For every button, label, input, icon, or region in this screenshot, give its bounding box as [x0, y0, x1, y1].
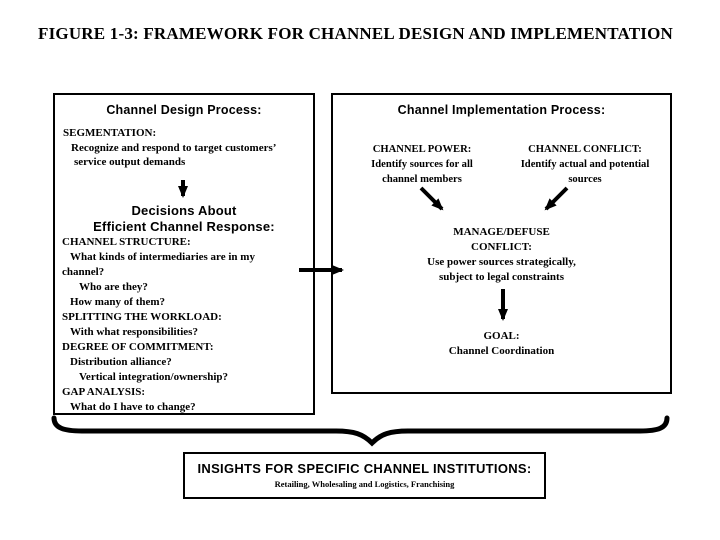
decision-item: channel?: [62, 266, 105, 278]
goal-line: Channel Coordination: [448, 345, 555, 357]
decision-item: GAP ANALYSIS:: [62, 386, 146, 398]
figure-title: FIGURE 1-3: FRAMEWORK FOR CHANNEL DESIGN…: [38, 24, 673, 43]
decision-item: Who are they?: [79, 281, 148, 293]
manage-defuse-line: CONFLICT:: [471, 241, 532, 253]
manage-defuse-line: MANAGE/DEFUSE: [453, 226, 550, 238]
decision-item: What kinds of intermediaries are in my: [70, 251, 255, 263]
decision-item: Vertical integration/ownership?: [79, 371, 228, 383]
decision-list: CHANNEL STRUCTURE: What kinds of interme…: [57, 235, 311, 415]
manage-defuse-line: Use power sources strategically,: [427, 256, 576, 268]
segmentation-line: SEGMENTATION:: [63, 127, 157, 139]
insights-subtitle: Retailing, Wholesaling and Logistics, Fr…: [274, 479, 455, 489]
decision-item: CHANNEL STRUCTURE:: [62, 236, 191, 248]
goal-block: GOAL: Channel Coordination: [333, 329, 670, 359]
channel-power-line: Identify sources for all: [371, 159, 473, 170]
segmentation-block: SEGMENTATION: Recognize and respond to t…: [59, 126, 311, 170]
manage-defuse-line: subject to legal constraints: [439, 271, 564, 283]
design-process-box: Channel Design Process: SEGMENTATION: Re…: [53, 93, 315, 415]
manage-defuse-block: MANAGE/DEFUSE CONFLICT: Use power source…: [333, 225, 670, 285]
channel-power-line: CHANNEL POWER:: [372, 144, 472, 155]
insights-box: INSIGHTS FOR SPECIFIC CHANNEL INSTITUTIO…: [183, 452, 546, 499]
goal-line: GOAL:: [483, 330, 520, 342]
decision-item: SPLITTING THE WORKLOAD:: [62, 311, 222, 323]
decision-item: Distribution alliance?: [70, 356, 172, 368]
channel-power-block: CHANNEL POWER: Identify sources for all …: [343, 142, 501, 187]
segmentation-line: service output demands: [74, 156, 186, 168]
decisions-heading-line: Efficient Channel Response:: [93, 219, 275, 234]
decisions-heading-line: Decisions About: [131, 203, 237, 218]
implementation-process-box: Channel Implementation Process: CHANNEL …: [331, 93, 672, 394]
insights-title: INSIGHTS FOR SPECIFIC CHANNEL INSTITUTIO…: [197, 461, 532, 476]
channel-power-line: channel members: [382, 174, 462, 185]
channel-conflict-line: Identify actual and potential: [520, 159, 650, 170]
curly-brace-icon: [51, 415, 670, 447]
channel-conflict-line: sources: [568, 174, 602, 185]
segmentation-line: Recognize and respond to target customer…: [71, 141, 277, 154]
decisions-heading: Decisions About Efficient Channel Respon…: [55, 203, 313, 235]
decision-item: With what responsibilities?: [70, 326, 198, 338]
channel-conflict-line: CHANNEL CONFLICT:: [528, 144, 642, 155]
channel-conflict-block: CHANNEL CONFLICT: Identify actual and po…: [505, 142, 665, 187]
design-process-title: Channel Design Process:: [106, 103, 262, 117]
implementation-process-title: Channel Implementation Process:: [397, 103, 606, 117]
decision-item: How many of them?: [70, 296, 166, 308]
decision-item: DEGREE OF COMMITMENT:: [62, 341, 214, 353]
decision-item: What do I have to change?: [70, 401, 196, 413]
